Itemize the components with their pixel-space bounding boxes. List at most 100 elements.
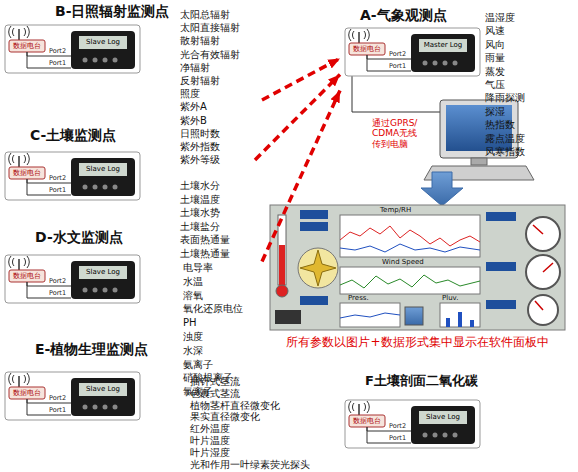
- device-frame: [5, 372, 140, 420]
- thermometer-bulb: [276, 285, 288, 297]
- signal-waves: [349, 29, 370, 41]
- value-display: [275, 310, 301, 324]
- data-logger-unit: [5, 25, 140, 73]
- port-label: Port2: [49, 175, 66, 182]
- point-heading: A-气象观测点: [360, 8, 447, 23]
- parameter-item: 插针式茎流: [190, 376, 240, 387]
- port-label: Port1: [49, 290, 66, 297]
- parameter-item: 红外温度: [190, 423, 230, 434]
- monitoring-point: F土壤剖面二氧化碳: [365, 372, 515, 394]
- radio-box: [9, 167, 45, 179]
- software-panel: Temp/RHWind SpeedPress.Pluv.: [270, 205, 565, 330]
- logger-button: [103, 185, 108, 190]
- parameter-item: 氧化还原电位: [183, 303, 243, 314]
- chart-area: [340, 215, 480, 257]
- parameter-item: 表面热通量: [180, 234, 230, 245]
- monitoring-point: E-植物生理监测点插针式茎流包裹式茎流植物茎杆直径微变化果实直径微变化红外温度叶…: [0, 340, 320, 472]
- logger-button: [453, 61, 458, 66]
- wind-rose-star: [300, 250, 336, 286]
- chart-line: [340, 226, 480, 246]
- parameter-item: 光和作用一叶绿素荧光探头: [190, 459, 310, 470]
- parameter-item: 露点温度: [485, 133, 525, 144]
- port-label: Port2: [49, 395, 66, 402]
- chart-bar: [446, 318, 450, 327]
- logger-screen-label: Slave Log: [419, 413, 467, 421]
- chart-area: [340, 303, 400, 327]
- data-logger-unit: [5, 372, 140, 420]
- device-frame: [5, 25, 140, 73]
- antenna: [18, 376, 20, 387]
- parameter-item: 包裹式茎流: [190, 388, 240, 399]
- logger-button: [103, 58, 108, 63]
- parameter-item: 叶片温度: [190, 435, 230, 446]
- parameter-item: 溶氧: [183, 290, 203, 301]
- parameter-item: 氨离子: [183, 359, 213, 370]
- value-display: [486, 300, 516, 309]
- value-display: [486, 212, 516, 221]
- parameter-item: 土壤温度: [180, 194, 220, 205]
- signal-waves: [9, 373, 30, 385]
- logger-button: [113, 405, 118, 410]
- logger-button: [443, 433, 448, 438]
- logger-button: [93, 288, 98, 293]
- device-frame: [345, 28, 480, 76]
- port-label: Port2: [49, 278, 66, 285]
- logger-body: [71, 31, 135, 69]
- data-logger-unit: [5, 152, 140, 200]
- port-label: Port1: [49, 187, 66, 194]
- port-label: Port1: [389, 435, 406, 442]
- radio-box: [349, 415, 385, 427]
- logger-screen: [79, 163, 127, 176]
- parameter-item: 风寒指数: [485, 146, 525, 157]
- port-label: Port1: [389, 63, 406, 70]
- logger-button: [83, 58, 88, 63]
- logger-screen-label: Slave Log: [79, 165, 127, 173]
- antenna: [18, 156, 20, 167]
- parameter-item: 温湿度: [485, 12, 515, 23]
- parameter-item: 紫外B: [180, 115, 207, 126]
- parameter-item: 热指数: [485, 119, 515, 130]
- radio-box: [9, 40, 45, 52]
- logger-button: [433, 433, 438, 438]
- antenna: [358, 32, 360, 43]
- parameter-item: 叶片湿度: [190, 447, 230, 458]
- parameter-item: 紫外A: [180, 101, 207, 112]
- wireless-link-arrow: [262, 58, 340, 100]
- logger-body: [71, 261, 135, 299]
- radio-box: [9, 387, 45, 399]
- antenna: [358, 404, 360, 415]
- chart-title: Wind Speed: [382, 259, 424, 267]
- parameter-item: 紫外指数: [180, 141, 220, 152]
- monitor-stand: [471, 158, 487, 165]
- point-heading: D-水文监测点: [35, 230, 123, 245]
- parameter-item: 土壤水势: [180, 207, 220, 218]
- panel-caption: 所有参数以图片+数据形式集中显示在软件面板中: [270, 336, 565, 350]
- port-label: Port1: [49, 407, 66, 414]
- logger-body: [71, 378, 135, 416]
- value-display: [486, 262, 516, 271]
- logger-button: [103, 405, 108, 410]
- parameter-item: 水温: [183, 276, 203, 287]
- radio-label: 数据电台: [349, 417, 385, 425]
- parameter-item: 雨量: [485, 52, 505, 63]
- parameter-item: 降雨探测: [485, 92, 525, 103]
- thermometer-fill: [279, 245, 285, 285]
- logger-button: [83, 185, 88, 190]
- port-label: Port2: [389, 423, 406, 430]
- value-display: [300, 296, 328, 305]
- parameter-item: 植物茎杆直径微变化: [190, 400, 280, 411]
- wind-rose: [298, 248, 338, 288]
- parameter-item: 风向: [485, 39, 505, 50]
- logger-button: [113, 58, 118, 63]
- parameter-item: 土壤热通量: [180, 248, 230, 259]
- logger-screen: [419, 411, 467, 424]
- parameter-item: 散射辐射: [180, 35, 220, 46]
- chart-area: [340, 267, 480, 294]
- parameter-item: 土壤盐分: [180, 221, 220, 232]
- logger-button: [93, 58, 98, 63]
- device-frame: [5, 255, 140, 303]
- logger-screen-label: Slave Log: [79, 385, 127, 393]
- radio-label: 数据电台: [349, 45, 385, 53]
- chart-line: [340, 275, 480, 288]
- logger-button: [83, 405, 88, 410]
